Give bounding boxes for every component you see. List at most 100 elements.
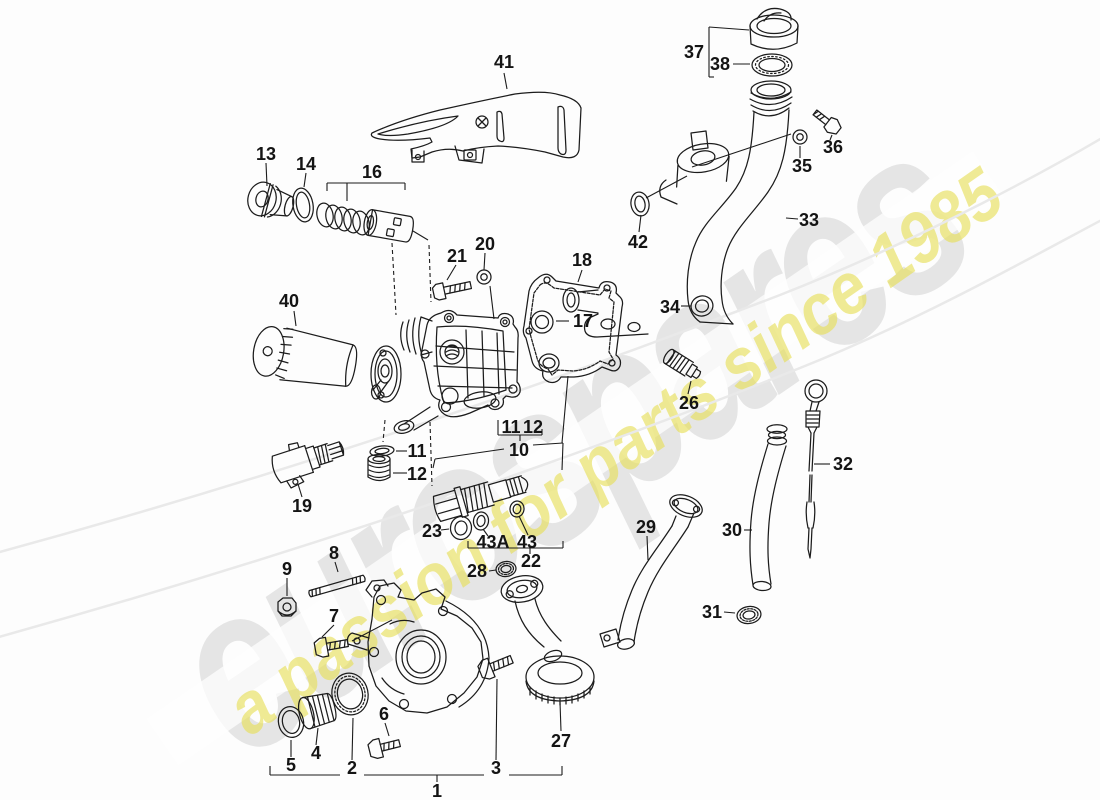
leader-line bbox=[638, 214, 642, 233]
part-o-ring-42 bbox=[630, 191, 650, 217]
part-plug-26 bbox=[662, 348, 702, 380]
part-ring-43 bbox=[509, 500, 525, 518]
part-seal-38 bbox=[751, 53, 793, 77]
part-bolt-21 bbox=[431, 281, 473, 301]
part-label-38: 38 bbox=[710, 54, 730, 74]
part-oil-filler-tube-33 bbox=[562, 80, 793, 338]
leader-line bbox=[561, 442, 564, 471]
part-label-22: 22 bbox=[521, 551, 541, 571]
diagram-line-art bbox=[247, 7, 842, 760]
part-grommet-28 bbox=[495, 560, 517, 578]
leader-line bbox=[334, 561, 339, 573]
part-grommet-31 bbox=[736, 605, 762, 625]
part-label-4: 4 bbox=[311, 743, 321, 763]
leader-line bbox=[708, 26, 750, 31]
leader-line bbox=[303, 172, 307, 188]
part-label-21: 21 bbox=[447, 246, 467, 266]
part-pickup-22 bbox=[500, 575, 563, 663]
part-label-43A: 43A bbox=[476, 532, 509, 552]
part-bolt-36 bbox=[812, 109, 842, 135]
part-label-13: 13 bbox=[256, 144, 276, 164]
leader-line bbox=[315, 727, 319, 746]
part-bolt-3 bbox=[477, 654, 514, 680]
part-plug-13 bbox=[247, 181, 295, 218]
part-label-23: 23 bbox=[422, 521, 442, 541]
leader-line bbox=[351, 619, 393, 642]
leader-line bbox=[559, 701, 562, 732]
part-label-28: 28 bbox=[467, 561, 487, 581]
part-oil-filter-40 bbox=[252, 325, 358, 387]
part-label-29: 29 bbox=[636, 517, 656, 537]
part-label-12-left: 12 bbox=[407, 464, 427, 484]
part-washer-11 bbox=[369, 445, 395, 457]
leader-line bbox=[518, 515, 529, 536]
part-label-14: 14 bbox=[296, 154, 316, 174]
part-o-ring-34 bbox=[690, 295, 714, 317]
part-label-18: 18 bbox=[572, 250, 592, 270]
part-label-42: 42 bbox=[628, 232, 648, 252]
leader-line bbox=[321, 624, 335, 638]
leader-line bbox=[351, 717, 354, 761]
part-heat-shield-41 bbox=[370, 91, 582, 164]
part-oil-pump-body bbox=[346, 579, 490, 714]
part-strainer-27 bbox=[525, 655, 595, 706]
part-label-2: 2 bbox=[347, 758, 357, 778]
part-dipstick-32 bbox=[804, 379, 828, 559]
part-label-1: 1 bbox=[432, 781, 442, 800]
part-piston-16 bbox=[363, 209, 414, 243]
part-label-17: 17 bbox=[573, 311, 593, 331]
part-bolt-7 bbox=[313, 636, 349, 658]
part-label-32: 32 bbox=[833, 454, 853, 474]
part-label-26: 26 bbox=[679, 393, 699, 413]
leader-line bbox=[532, 442, 564, 446]
part-label-43: 43 bbox=[517, 532, 537, 552]
part-label-16: 16 bbox=[362, 162, 382, 182]
leader-line bbox=[488, 569, 497, 572]
part-ring-23 bbox=[449, 515, 473, 541]
leader-line bbox=[412, 230, 429, 241]
part-label-33: 33 bbox=[799, 210, 819, 230]
part-seal-5 bbox=[277, 705, 305, 739]
part-oil-pump-housing-upper bbox=[420, 309, 521, 418]
leader-line bbox=[646, 535, 649, 561]
part-bearing-4 bbox=[297, 692, 337, 730]
leader-line bbox=[645, 175, 688, 199]
part-label-36: 36 bbox=[823, 137, 843, 157]
leader-line bbox=[391, 242, 397, 316]
part-seal-ring-14 bbox=[292, 187, 314, 223]
leader-line bbox=[297, 483, 303, 498]
leader-line bbox=[440, 528, 450, 531]
leader-line bbox=[428, 244, 432, 303]
part-ring-43a bbox=[472, 511, 490, 531]
leader-line bbox=[687, 380, 692, 395]
leader-line bbox=[429, 421, 433, 487]
leader-lines bbox=[265, 26, 833, 782]
part-label-41: 41 bbox=[494, 52, 514, 72]
leader-line bbox=[265, 162, 268, 187]
part-label-30: 30 bbox=[722, 520, 742, 540]
part-label-37: 37 bbox=[684, 42, 704, 62]
leader-line bbox=[432, 458, 436, 469]
leader-line bbox=[446, 264, 457, 281]
part-sensor-19 bbox=[271, 441, 345, 489]
part-pump-drive-flange bbox=[370, 316, 439, 434]
leader-line bbox=[723, 611, 736, 614]
part-label-31: 31 bbox=[702, 602, 722, 622]
leader-line bbox=[577, 269, 583, 283]
part-label-40: 40 bbox=[279, 291, 299, 311]
part-pipe-29 bbox=[599, 494, 703, 650]
part-washer-20 bbox=[476, 269, 492, 285]
leader-line bbox=[482, 528, 489, 537]
leader-line bbox=[495, 678, 498, 761]
part-fitting-12 bbox=[367, 453, 391, 482]
part-oil-filler-cap-37 bbox=[749, 7, 799, 50]
part-label-10: 10 bbox=[509, 440, 529, 460]
part-label-5: 5 bbox=[286, 755, 296, 775]
leader-line bbox=[503, 72, 508, 90]
leader-line bbox=[384, 722, 390, 737]
part-label-9: 9 bbox=[282, 559, 292, 579]
leader-line bbox=[561, 375, 569, 444]
part-label-12-top: 12 bbox=[523, 417, 543, 437]
leader-line bbox=[483, 252, 486, 271]
